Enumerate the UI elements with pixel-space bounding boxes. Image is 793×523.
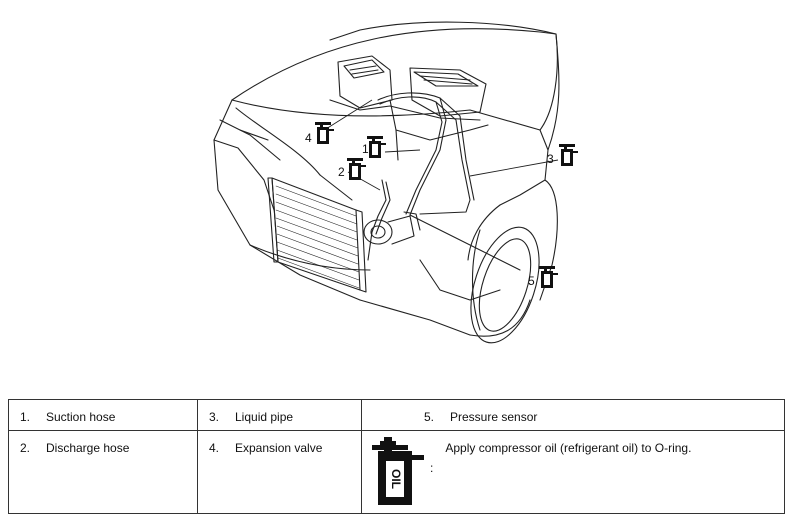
- condenser: [271, 177, 361, 291]
- legend-num-5: 5.: [424, 410, 435, 424]
- legend-table: 1. Suction hose 3. Liquid pipe 5. Pressu…: [8, 399, 785, 514]
- legend-cell-oil-note: OIL : Apply compressor oil (refrigerant …: [361, 430, 785, 514]
- oil-can-icon-3: [559, 144, 578, 166]
- oil-can-icon-2: [347, 158, 366, 180]
- callout-2: 2: [338, 165, 345, 179]
- callout-3: 3: [547, 152, 554, 166]
- legend-num-2: 2.: [20, 441, 31, 455]
- callout-5: 5: [528, 274, 535, 288]
- oil-icon-text: OIL: [389, 469, 403, 489]
- callout-1: 1: [362, 142, 369, 156]
- front-wheel: [470, 226, 540, 344]
- oil-can-icon: OIL: [372, 437, 424, 505]
- oil-can-icon-5: [539, 266, 558, 288]
- legend-cell-1: 1. Suction hose: [8, 399, 198, 431]
- legend-cell-3: 3. Liquid pipe: [197, 399, 362, 431]
- oil-colon: :: [430, 461, 434, 475]
- callout-4: 4: [305, 131, 312, 145]
- liquid-pipe: [419, 101, 471, 215]
- legend-num-3: 3.: [209, 410, 220, 424]
- legend-label-4: Expansion valve: [235, 441, 323, 455]
- legend-cell-4: 4. Expansion valve: [197, 430, 362, 514]
- evaporator-unit: [337, 55, 393, 109]
- legend-label-5: Pressure sensor: [450, 410, 538, 424]
- legend-label-1: Suction hose: [46, 410, 116, 424]
- car-body-outline: [213, 99, 361, 301]
- legend-cell-5: 5. Pressure sensor: [361, 399, 785, 431]
- ac-system-diagram: 4 1 2 3 5: [213, 21, 578, 344]
- legend-label-2: Discharge hose: [46, 441, 130, 455]
- legend-label-3: Liquid pipe: [235, 410, 294, 424]
- suction-hose: [377, 92, 447, 216]
- hood-outline: [231, 28, 558, 131]
- compressor: [363, 219, 393, 245]
- legend-num-1: 1.: [20, 410, 31, 424]
- oil-note: Apply compressor oil (refrigerant oil) t…: [445, 441, 692, 455]
- legend-num-4: 4.: [209, 441, 220, 455]
- legend-cell-2: 2. Discharge hose: [8, 430, 198, 514]
- oil-can-icon-1: [367, 136, 386, 158]
- discharge-hose: [367, 179, 387, 261]
